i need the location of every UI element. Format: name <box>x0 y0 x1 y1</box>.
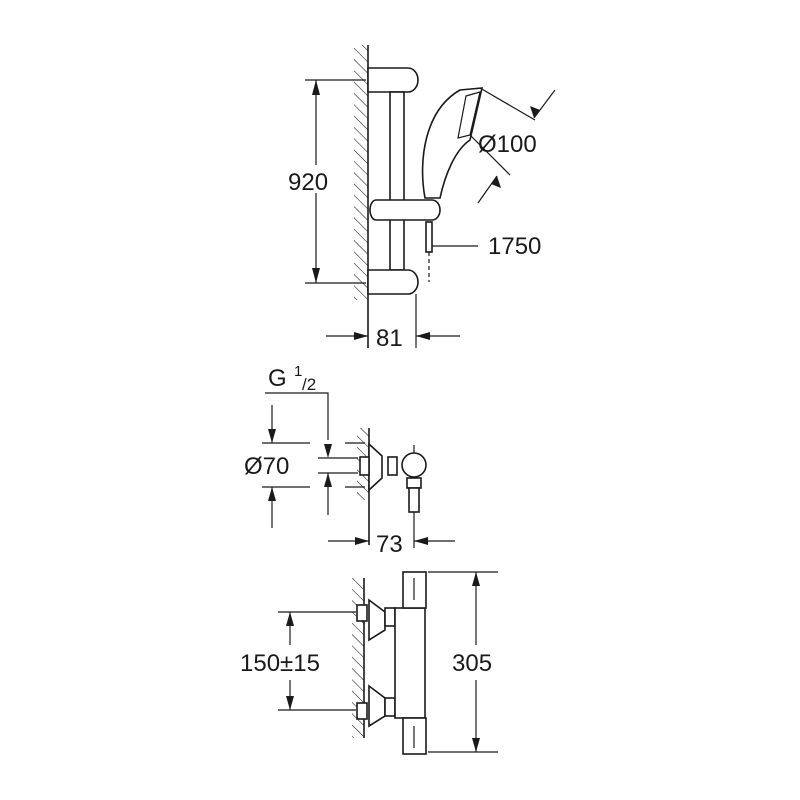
inlet-nut <box>359 456 370 476</box>
dim-305-label: 305 <box>452 650 492 677</box>
rosette <box>368 442 383 492</box>
dim-73-label: 73 <box>376 531 403 558</box>
wall-hatch <box>354 45 368 300</box>
mixer-body <box>401 452 427 478</box>
dim-150-label: 150±15 <box>240 650 320 677</box>
rail <box>389 91 405 271</box>
outlet <box>408 487 420 513</box>
dim-thread-sub: /2 <box>302 375 316 394</box>
handshower <box>421 87 484 199</box>
slider <box>369 199 441 221</box>
top-bracket <box>367 67 419 93</box>
dim-thread-sup: 1 <box>294 363 302 380</box>
lower-inlet <box>356 702 368 720</box>
mixer-front-view: 150±15 305 <box>240 571 498 755</box>
shower-rail-view: 920 Ø100 1750 81 <box>286 45 556 352</box>
dim-1750-label: 1750 <box>488 233 541 260</box>
dim-thread-label: G <box>268 365 287 392</box>
bottom-bracket <box>367 269 419 295</box>
mixer-side-view: G 1 /2 Ø70 73 <box>244 363 455 558</box>
hose-connector <box>425 221 433 253</box>
dim-81-label: 81 <box>376 325 403 352</box>
dim-diameter-100-label: Ø100 <box>478 131 537 158</box>
dim-920-label: 920 <box>288 169 328 196</box>
upper-inlet <box>356 604 368 622</box>
dim-diameter-70-label: Ø70 <box>244 453 289 480</box>
thermostat-body <box>394 607 426 719</box>
